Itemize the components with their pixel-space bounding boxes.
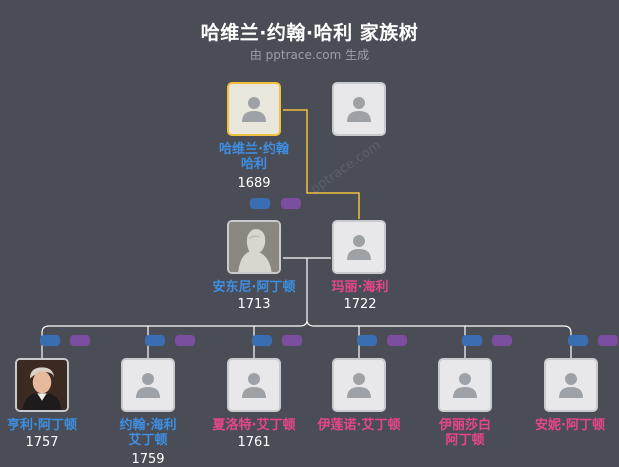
expand-family-toggle[interactable] [568,335,588,346]
expand-family-toggle[interactable] [40,335,60,346]
person-card-mary[interactable] [332,220,386,274]
expand-family-toggle[interactable] [175,335,195,346]
person-name-child-2[interactable]: 约翰·海利 艾丁顿 [119,418,177,448]
person-name-child-5[interactable]: 伊丽莎白 阿丁顿 [438,418,491,448]
person-year-root: 1689 [237,176,271,191]
expand-family-toggle[interactable] [70,335,90,346]
expand-parents-toggle[interactable] [250,198,270,209]
person-silhouette-icon [242,97,266,122]
person-silhouette-icon [347,235,371,260]
person-silhouette-icon [559,373,583,398]
page-subtitle: 由 pptrace.com 生成 [249,48,370,62]
person-silhouette-icon [347,373,371,398]
person-card-child-6[interactable] [544,358,598,412]
person-silhouette-icon [347,97,371,122]
person-name-child-4[interactable]: 伊莲诺·艾丁顿 [317,418,401,433]
expand-family-toggle[interactable] [598,335,618,346]
person-name-child-6[interactable]: 安妮·阿丁顿 [535,418,605,433]
person-silhouette-icon [453,373,477,398]
expand-family-toggle[interactable] [145,335,165,346]
expand-family-toggle[interactable] [282,335,302,346]
person-card-child-3[interactable] [227,358,281,412]
person-silhouette-icon [136,373,160,398]
person-silhouette-icon [242,373,266,398]
person-card-root-spouse[interactable] [332,82,386,136]
children-bus [41,319,572,358]
person-card-child-2[interactable] [121,358,175,412]
person-card-child-5[interactable] [438,358,492,412]
person-name-child-1[interactable]: 亨利·阿丁顿 [7,418,77,433]
person-card-child-4[interactable] [332,358,386,412]
portrait-photo [229,222,279,272]
person-card-child-1[interactable] [15,358,69,412]
person-card-root[interactable] [227,82,281,136]
person-name-root[interactable]: 哈维兰·约翰 哈利 [219,142,289,172]
expand-family-toggle[interactable] [462,335,482,346]
person-year-mary: 1722 [343,297,377,312]
person-year-child-2: 1759 [131,452,165,467]
person-name-child-3[interactable]: 夏洛特·艾丁顿 [212,418,296,433]
expand-family-toggle[interactable] [357,335,377,346]
expand-family-toggle[interactable] [387,335,407,346]
person-card-anthony[interactable] [227,220,281,274]
expand-parents-toggle[interactable] [281,198,301,209]
page-title: 哈维兰·约翰·哈利 家族树 [200,22,419,44]
person-year-anthony: 1713 [237,297,271,312]
person-year-child-3: 1761 [237,435,271,450]
person-year-child-1: 1757 [25,435,59,450]
person-name-mary[interactable]: 玛丽·海利 [331,280,389,295]
person-name-anthony[interactable]: 安东尼·阿丁顿 [212,280,296,295]
lineage-connector [283,109,360,219]
portrait-photo [17,360,67,410]
expand-family-toggle[interactable] [492,335,512,346]
expand-family-toggle[interactable] [252,335,272,346]
